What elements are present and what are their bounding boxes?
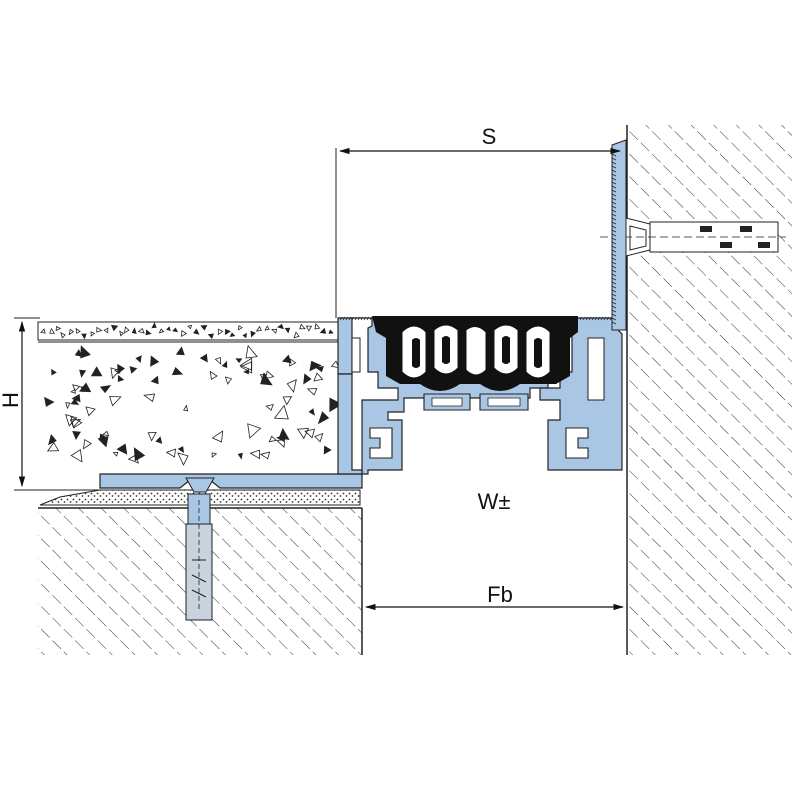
left-anchor-bolt <box>185 477 215 621</box>
elastomer-seal <box>372 316 578 391</box>
wall-profile-edge <box>611 139 627 331</box>
dimension-label-fb: Fb <box>487 582 513 607</box>
screed-fill <box>37 321 348 474</box>
screed-aggregate <box>40 322 334 340</box>
concrete-aggregate <box>44 344 343 466</box>
dimension-label-h: H <box>0 392 23 408</box>
dimension-fb: Fb <box>364 582 625 611</box>
dimension-h: H <box>0 317 100 491</box>
dimension-s: S <box>335 124 622 318</box>
right-wall-substrate <box>626 125 792 655</box>
dimension-label-s: S <box>482 124 497 149</box>
dimension-label-w: W± <box>478 489 511 514</box>
